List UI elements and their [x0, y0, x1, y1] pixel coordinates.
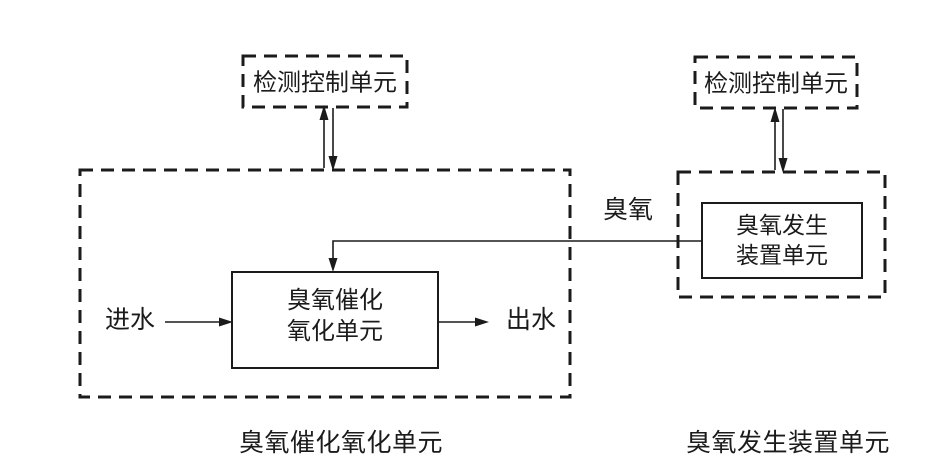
left-control-down-arrowhead	[328, 156, 338, 171]
catalytic-oxidation-label: 臭氧催化 氧化单元	[287, 285, 383, 349]
inlet-arrowhead	[219, 317, 233, 327]
inlet-water-label: 进水	[104, 306, 156, 336]
ozone-feed-arrowhead	[328, 258, 338, 272]
right-control-down-arrowhead	[778, 158, 788, 173]
outlet-water-label: 出水	[505, 306, 557, 336]
ozone-generator-label-line1: 臭氧发生	[736, 213, 828, 239]
right-control-unit-box	[693, 55, 859, 110]
ozone-generator-label-line2: 装置单元	[736, 243, 828, 268]
catalytic-oxidation-label-line1: 臭氧催化	[287, 287, 383, 314]
left-control-unit-box	[241, 54, 409, 109]
oxidation-unit-caption: 臭氧催化氧化单元	[238, 429, 444, 459]
outlet-arrowhead	[475, 317, 489, 327]
ozone-generator-label: 臭氧发生 装置单元	[736, 211, 828, 271]
left-control-unit-label: 检测控制单元	[253, 69, 397, 99]
left-control-up-arrowhead	[319, 105, 329, 120]
ozone-line-label: 臭氧	[602, 196, 654, 226]
right-control-unit-label: 检测控制单元	[704, 70, 848, 100]
right-control-up-arrowhead	[770, 107, 780, 122]
catalytic-oxidation-label-line2: 氧化单元	[287, 319, 383, 345]
generator-unit-caption: 臭氧发生装置单元	[685, 429, 891, 459]
ozone-feed-line	[332, 240, 702, 260]
